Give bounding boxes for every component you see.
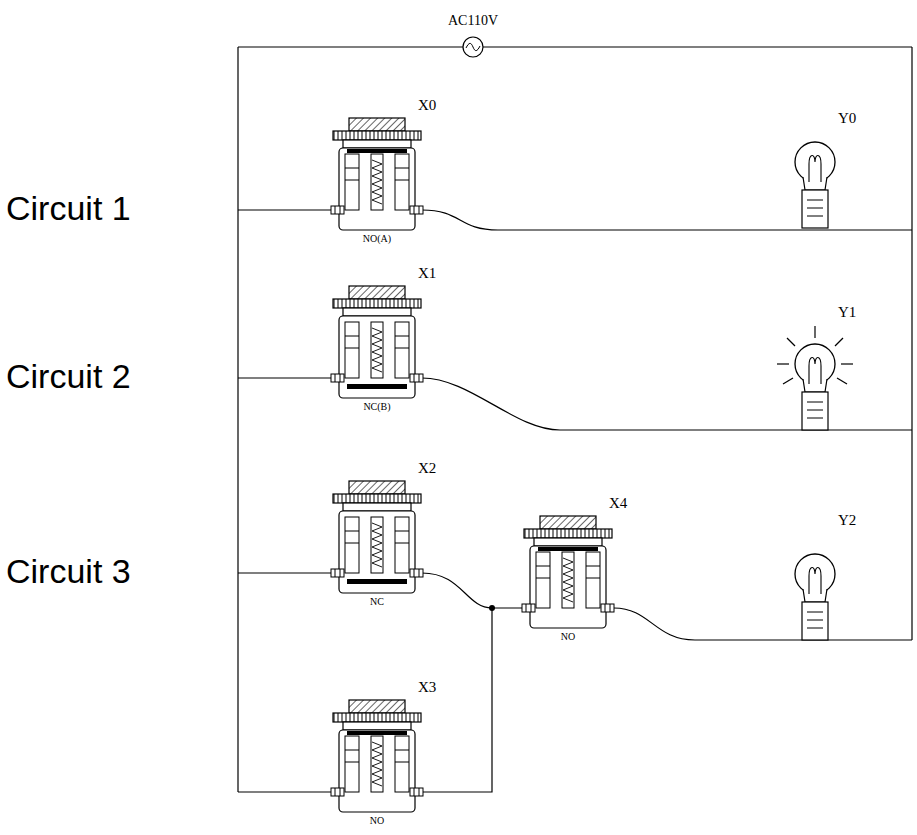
lamp-symbol bbox=[795, 554, 835, 640]
junction-dot bbox=[489, 605, 495, 611]
lamp-symbol bbox=[795, 142, 835, 228]
circuit-label: Circuit 2 bbox=[6, 358, 131, 395]
contact-type: NC(B) bbox=[363, 401, 390, 412]
contact-type: NO bbox=[370, 815, 384, 826]
pushbutton-symbol bbox=[331, 118, 423, 230]
contact-type: NC bbox=[370, 596, 384, 607]
pushbutton-symbol bbox=[522, 516, 614, 628]
lamp-symbol bbox=[795, 344, 835, 430]
output-label: Y0 bbox=[838, 110, 856, 127]
contact-type: NO bbox=[561, 631, 575, 642]
input-label: X2 bbox=[418, 460, 436, 477]
pushbutton-symbol bbox=[331, 700, 423, 812]
pushbutton-symbol bbox=[331, 481, 423, 593]
source-label: AC110V bbox=[448, 13, 498, 28]
input-label: X1 bbox=[418, 265, 436, 282]
input-label: X3 bbox=[418, 679, 436, 696]
input-label: X4 bbox=[609, 495, 627, 512]
lamp-rays bbox=[777, 326, 853, 384]
output-label: Y2 bbox=[838, 512, 856, 529]
wires bbox=[238, 47, 912, 792]
input-label: X0 bbox=[418, 97, 436, 114]
circuit-label: Circuit 1 bbox=[6, 190, 131, 227]
contact-type: NO(A) bbox=[363, 233, 391, 244]
pushbutton-symbol bbox=[331, 286, 423, 398]
output-label: Y1 bbox=[838, 304, 856, 321]
circuit-label: Circuit 3 bbox=[6, 553, 131, 590]
ac-source bbox=[463, 37, 483, 57]
